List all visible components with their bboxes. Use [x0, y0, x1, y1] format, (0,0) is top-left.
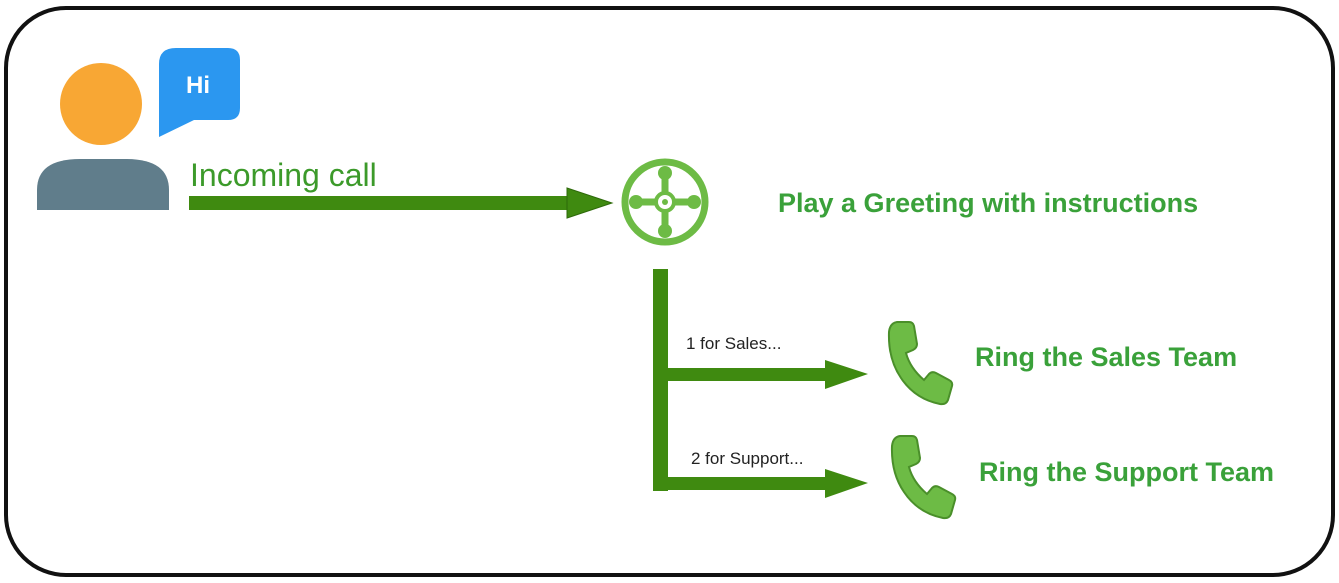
sales-option-label: 1 for Sales...	[686, 334, 782, 353]
speech-bubble-icon	[159, 48, 240, 137]
sales-team-label: Ring the Sales Team	[975, 342, 1238, 372]
person-icon	[37, 63, 169, 210]
support-branch-arrow	[661, 469, 868, 498]
support-team-label: Ring the Support Team	[979, 457, 1274, 487]
branch-connector	[653, 269, 668, 491]
support-option-label: 2 for Support...	[691, 449, 804, 468]
greeting-label: Play a Greeting with instructions	[778, 188, 1199, 218]
incoming-call-arrow	[189, 187, 614, 219]
sales-branch-arrow	[661, 360, 868, 389]
ivr-switch-icon	[621, 158, 709, 246]
diagram-frame	[4, 6, 1335, 577]
speech-bubble-text: Hi	[186, 72, 210, 99]
incoming-call-label: Incoming call	[190, 157, 377, 193]
